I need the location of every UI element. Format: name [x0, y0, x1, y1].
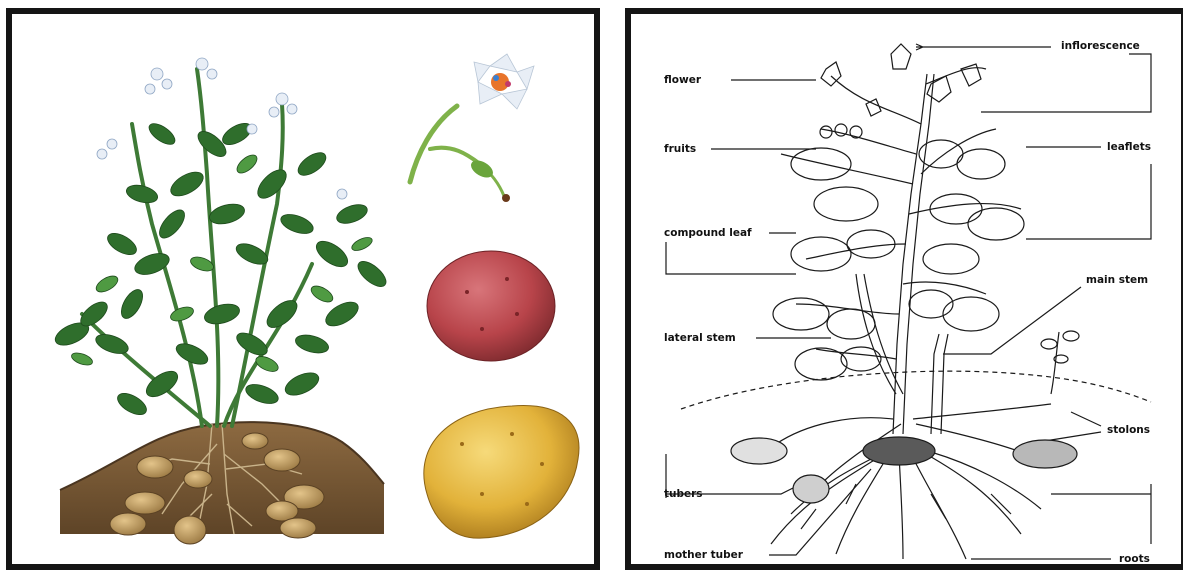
main-stem	[893, 74, 927, 434]
illustration-panel	[6, 8, 600, 570]
label-stolons: stolons	[1107, 424, 1150, 436]
label-main-stem: main stem	[1086, 274, 1148, 286]
potato-plant-diagram	[631, 14, 1181, 564]
ground-line	[681, 371, 1151, 409]
label-roots: roots	[1119, 553, 1150, 565]
potato-plant-illustration	[12, 14, 594, 564]
pointer-stolons	[1026, 412, 1101, 444]
flower-sprig	[410, 54, 534, 202]
label-fruits: fruits	[664, 143, 696, 155]
pointer-inflorescence	[916, 44, 1051, 50]
label-leaflets: leaflets	[1107, 141, 1151, 153]
yellow-potato	[424, 406, 579, 539]
label-compound-leaf: compound leaf	[664, 227, 752, 239]
label-tubers: tubers	[664, 488, 703, 500]
label-mother-tuber: mother tuber	[664, 549, 743, 561]
label-inflorescence: inflorescence	[1061, 40, 1140, 52]
red-potato	[427, 251, 555, 361]
labelled-diagram-panel: inflorescence flower fruits leaflets com…	[625, 8, 1183, 570]
foliage-illustration	[52, 119, 390, 419]
label-flower: flower	[664, 74, 701, 86]
lateral-stem	[856, 274, 896, 394]
label-lateral-stem: lateral stem	[664, 332, 736, 344]
